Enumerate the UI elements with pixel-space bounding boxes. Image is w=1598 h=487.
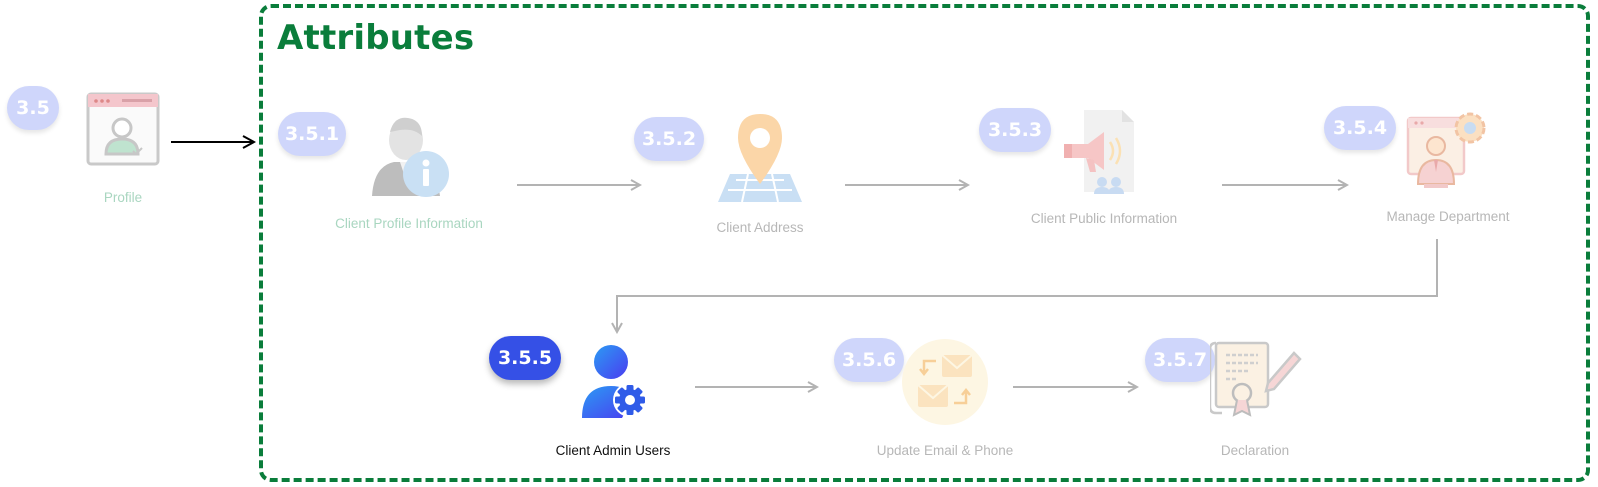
map-pin-icon[interactable] <box>714 112 806 204</box>
certificate-scroll-icon[interactable] <box>1210 337 1302 423</box>
admin-user-gear-icon[interactable] <box>578 344 650 418</box>
arrow-step4-to-step5 <box>617 239 1438 332</box>
step-3-5-7-badge[interactable]: 3.5.7 <box>1145 338 1215 382</box>
step-3-5-1-label: Client Profile Information <box>335 216 483 231</box>
attributes-group-frame <box>259 4 1590 482</box>
step-3-5-3-badge[interactable]: 3.5.3 <box>979 108 1051 152</box>
step-3-5-3-label: Client Public Information <box>1030 211 1178 226</box>
step-3-5-4-badge[interactable]: 3.5.4 <box>1324 106 1396 150</box>
step-3-5-4-label: Manage Department <box>1386 209 1510 224</box>
step-3-5-1-badge[interactable]: 3.5.1 <box>278 112 346 156</box>
profile-window-icon[interactable] <box>86 92 160 166</box>
step-3-5-2-badge[interactable]: 3.5.2 <box>634 117 704 161</box>
step-3-5-5-label: Client Admin Users <box>555 443 671 458</box>
parent-step-label: Profile <box>103 190 143 205</box>
user-info-icon[interactable] <box>370 110 456 200</box>
step-3-5-2-label: Client Address <box>716 220 804 235</box>
step-3-5-6-badge[interactable]: 3.5.6 <box>834 338 904 382</box>
step-3-5-7-label: Declaration <box>1220 443 1290 458</box>
step-3-5-6-label: Update Email & Phone <box>876 443 1014 458</box>
step-3-5-5-badge[interactable]: 3.5.5 <box>489 336 561 380</box>
group-title: Attributes <box>277 18 475 58</box>
email-swap-icon[interactable] <box>900 337 990 427</box>
department-manager-icon[interactable] <box>1404 106 1490 192</box>
megaphone-icon[interactable] <box>1060 108 1146 194</box>
parent-step-badge[interactable]: 3.5 <box>7 86 59 130</box>
